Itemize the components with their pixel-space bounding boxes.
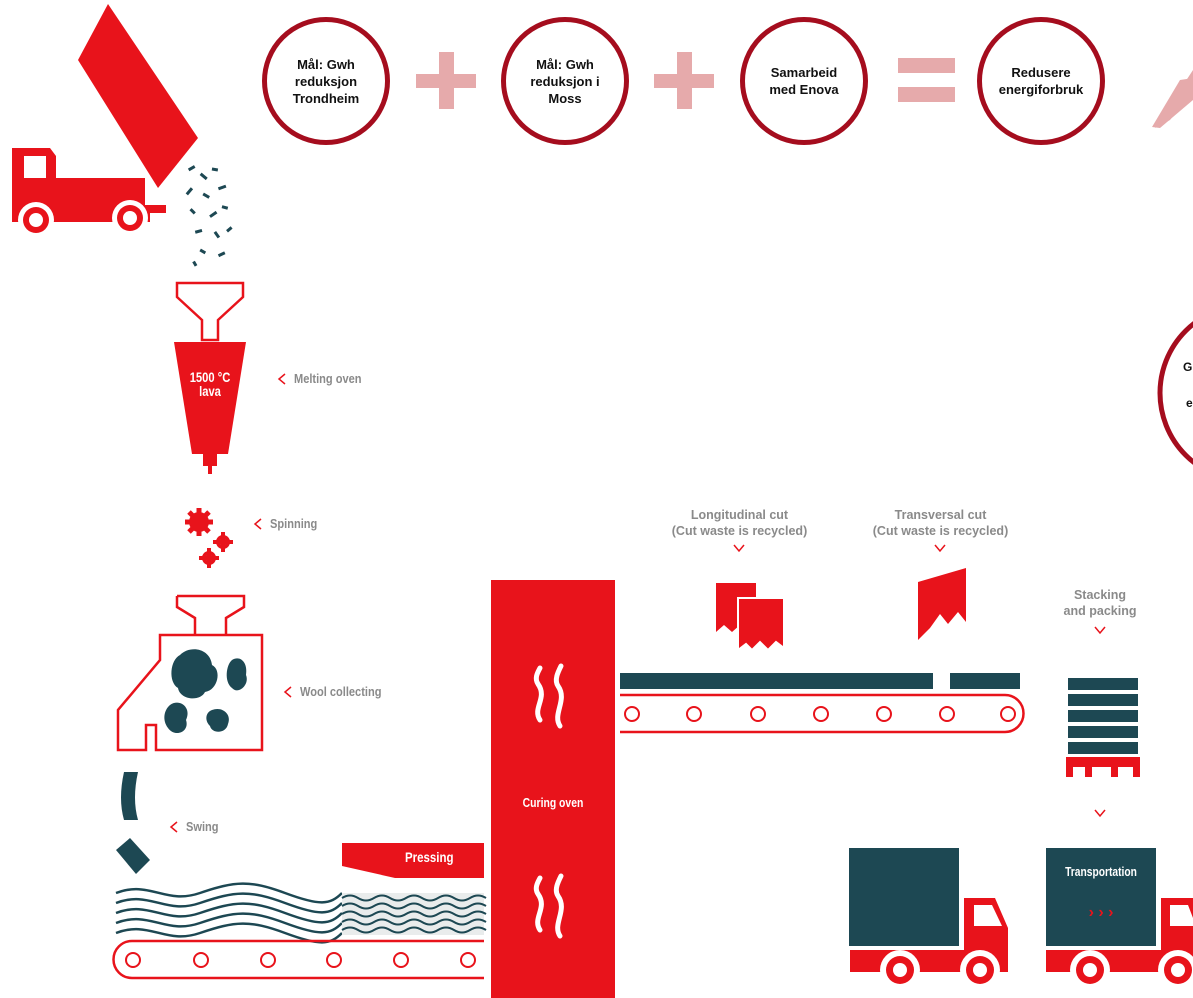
wool-collecting-label: Wool collecting (300, 684, 382, 699)
partial-circle-text-bottom: e (1186, 396, 1193, 410)
transversal-cut-label: Transversal cut (Cut waste is recycled) (872, 508, 1009, 538)
partial-goal-circle (1157, 321, 1193, 465)
dump-truck-top (12, 4, 198, 238)
spinning-label: Spinning (270, 516, 318, 531)
oven-temperature-label: 1500 °C lava (189, 369, 231, 399)
goal-trondheim-text: Mål: Gwh reduksjon Trondheim (292, 56, 360, 106)
curing-oven-label: Curing oven (522, 795, 584, 810)
conveyor-belt-left (112, 939, 484, 980)
down-chevrons (733, 544, 1106, 818)
delivery-truck-left (849, 848, 1008, 990)
spinning-gears (185, 508, 233, 568)
goal-circle-result: Redusere energiforbruk (977, 17, 1105, 145)
wool-collecting-chamber (116, 594, 264, 752)
longitudinal-cut-pieces (716, 583, 785, 652)
goal-enova-text: Samarbeid med Enova (769, 65, 839, 97)
left-chevrons (169, 373, 292, 833)
melting-oven-label: Melting oven (294, 371, 362, 386)
stacking-label: Stacking and packing (1063, 588, 1137, 618)
partial-circle-text-top: G (1183, 360, 1193, 374)
pressing-label: Pressing (405, 849, 454, 865)
pressed-wool (341, 893, 487, 935)
melting-oven (174, 281, 246, 474)
conveyor-belt-right (620, 673, 1025, 734)
plus-operator-2 (654, 52, 714, 109)
raw-material-particles (185, 165, 233, 267)
swing-label: Swing (186, 819, 219, 834)
goal-circle-moss: Mål: Gwh reduksjon i Moss (501, 17, 629, 145)
heat-icon-lower (533, 873, 564, 939)
product-stack (1066, 678, 1140, 777)
heat-icon-upper (533, 663, 564, 729)
swing-segments (116, 772, 150, 874)
equals-operator (898, 58, 955, 102)
transportation-arrows: › › › (1088, 904, 1114, 921)
partial-chevron-top-right (1152, 78, 1193, 128)
press-block (342, 843, 484, 878)
plus-operator-1 (416, 52, 476, 109)
transversal-cut-piece (918, 568, 966, 640)
goal-circle-trondheim: Mål: Gwh reduksjon Trondheim (262, 17, 390, 145)
transportation-truck (1046, 848, 1193, 990)
transportation-label: Transportation (1065, 865, 1137, 879)
goal-moss-text: Mål: Gwh reduksjon i Moss (530, 56, 600, 106)
goal-circle-enova: Samarbeid med Enova (740, 17, 868, 145)
wool-layers (115, 882, 343, 944)
longitudinal-cut-label: Longitudinal cut (Cut waste is recycled) (671, 508, 808, 538)
curing-oven (491, 580, 615, 998)
goal-result-text: Redusere energiforbruk (998, 65, 1084, 97)
